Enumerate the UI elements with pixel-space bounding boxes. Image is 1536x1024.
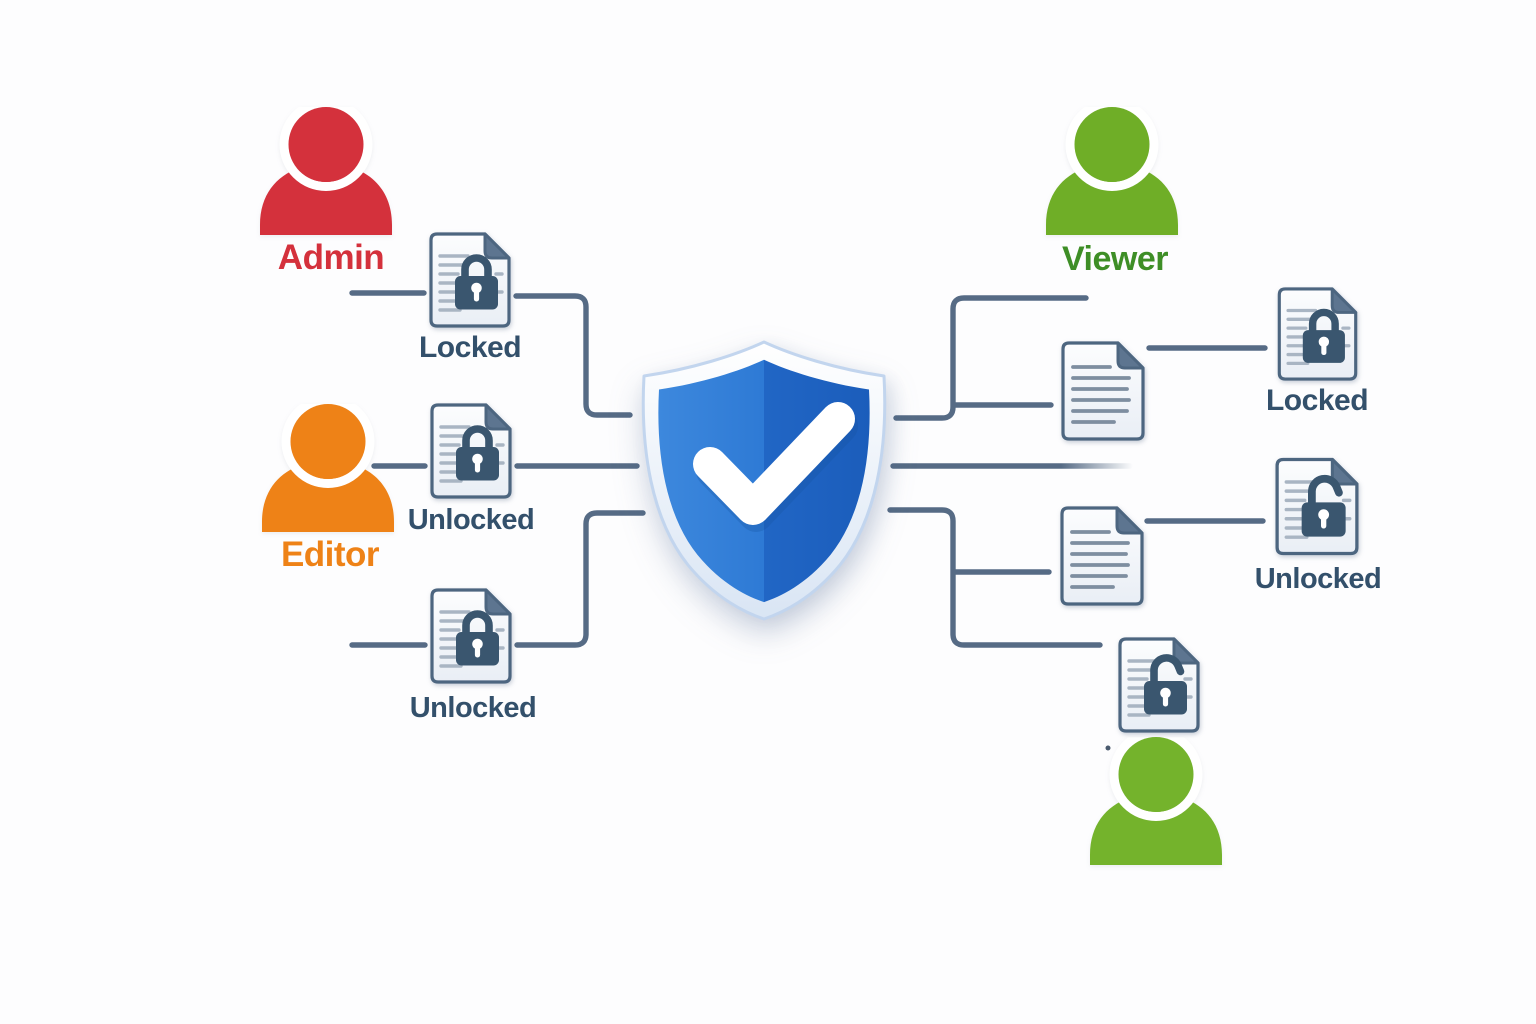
- locked-label-right: Locked: [1265, 384, 1369, 417]
- viewer-user-icon: [1042, 107, 1182, 235]
- admin-label: Admin: [277, 238, 385, 277]
- document-plain-icon-1: [1058, 339, 1148, 443]
- editor-label: Editor: [280, 535, 380, 574]
- unlocked-label-left-1: Unlocked: [407, 504, 535, 536]
- document-unlocked-icon-right: [1272, 456, 1362, 557]
- document-locked-icon-right: [1274, 286, 1361, 382]
- admin-user-icon: [256, 107, 396, 235]
- shield-check-icon: [641, 340, 887, 621]
- unlocked-label-right: Unlocked: [1254, 563, 1382, 595]
- viewer-label: Viewer: [1061, 240, 1169, 278]
- document-plain-icon-2: [1057, 505, 1147, 607]
- connector-doc3-to-shield: [514, 510, 646, 648]
- unlocked-label-left-2: Unlocked: [409, 692, 537, 724]
- document-lock-icon-left-3: [427, 587, 515, 685]
- connector-doc1-to-shield: [513, 293, 633, 418]
- document-unlocked-icon-bottom: [1114, 636, 1204, 734]
- document-locked-icon-left-1: [426, 231, 514, 329]
- document-lock-icon-left-2: [427, 402, 515, 500]
- checkmark: [693, 402, 855, 525]
- connector-shield-to-viewer: [893, 295, 1089, 421]
- connector-shield-down-right: [887, 507, 1103, 648]
- editor-user-icon: [258, 404, 398, 532]
- viewer-2-user-icon: [1086, 737, 1226, 865]
- locked-label-left: Locked: [418, 331, 522, 364]
- small-dot: [1105, 745, 1111, 751]
